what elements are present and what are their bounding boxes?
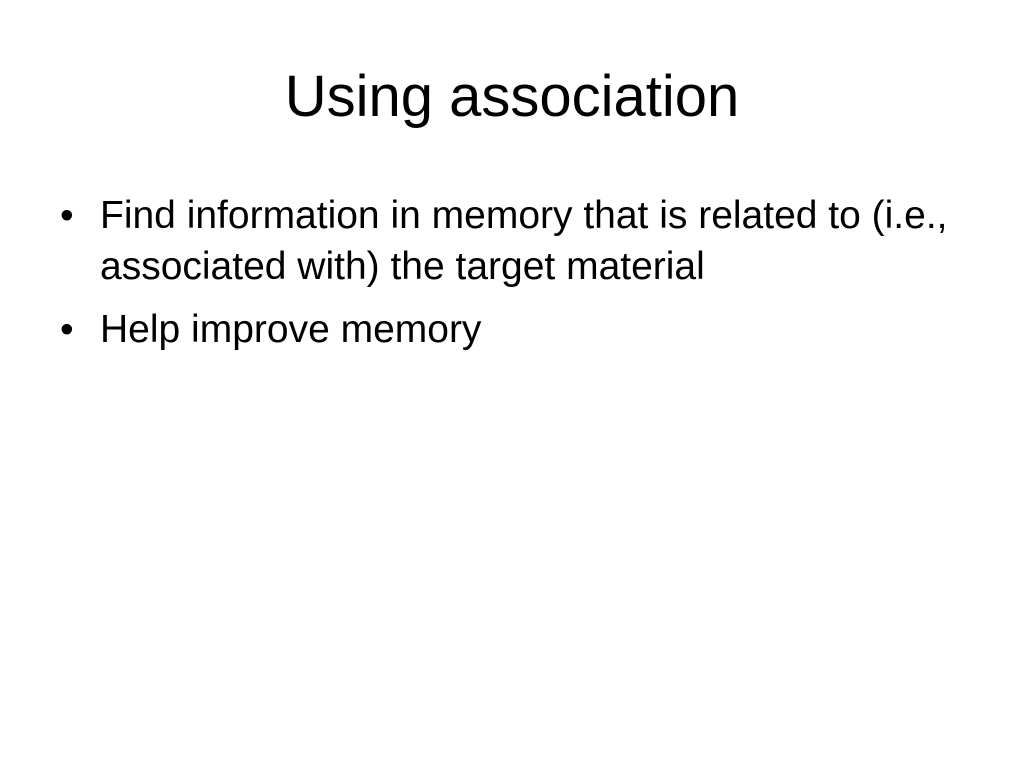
bullet-text: Help improve memory [100,308,482,351]
bullet-marker: • [60,308,74,351]
bullet-list: • Find information in memory that is rel… [60,190,980,367]
bullet-marker: • [60,194,74,237]
bullet-item: • Find information in memory that is rel… [60,190,980,292]
slide-title: Using association [284,64,740,129]
bullet-text: Find information in memory that is relat… [100,194,948,288]
bullet-item: • Help improve memory [60,304,980,355]
